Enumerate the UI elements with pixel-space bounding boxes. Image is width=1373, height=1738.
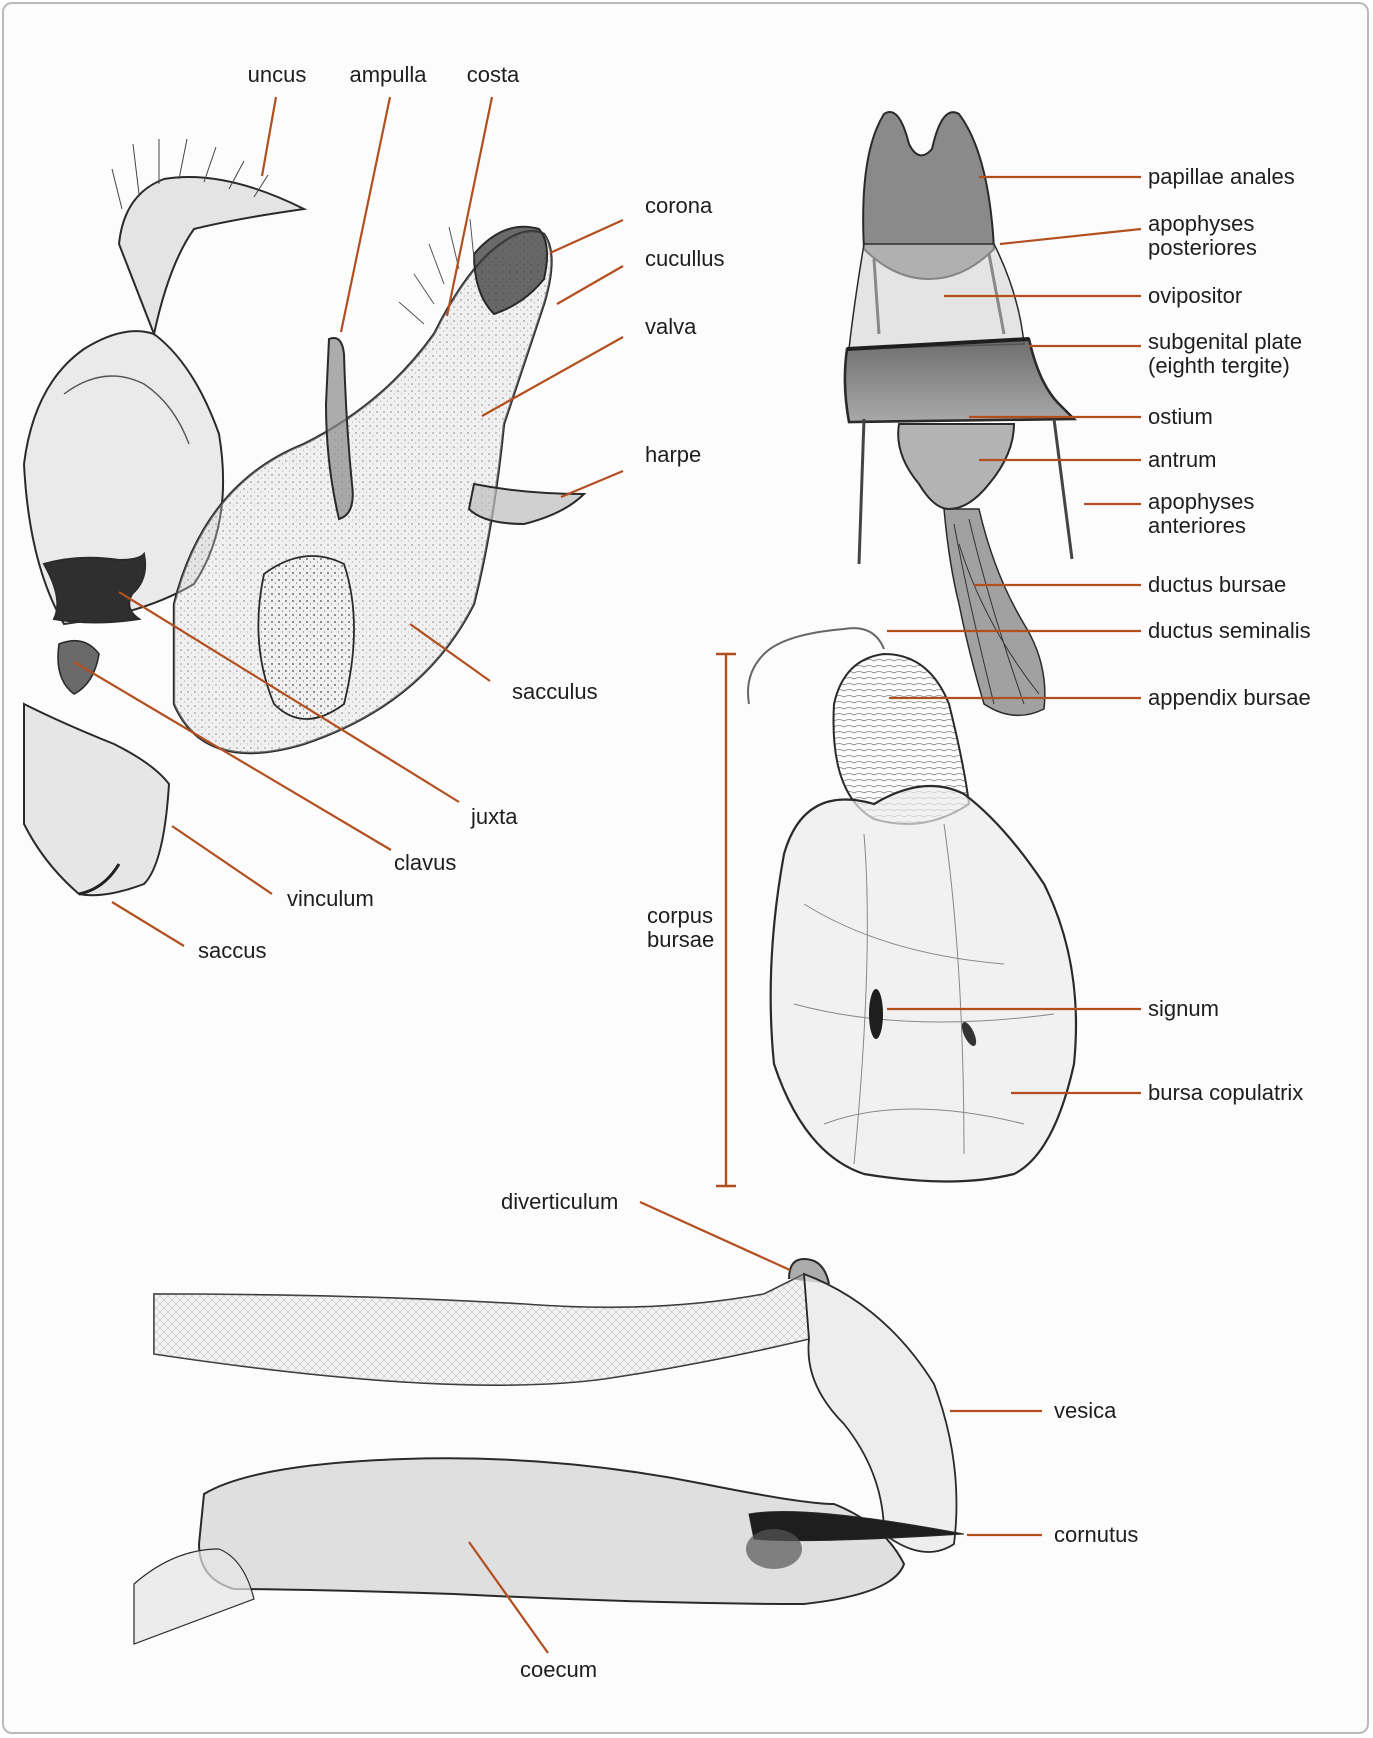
label-apophyses-anteriores: apophyses anteriores xyxy=(1148,490,1254,538)
label-cucullus: cucullus xyxy=(645,247,724,271)
label-cornutus: cornutus xyxy=(1054,1523,1138,1547)
label-uncus: uncus xyxy=(248,63,307,87)
clavus-shape xyxy=(58,641,99,694)
harpe-shape xyxy=(469,484,584,524)
leader-ampulla xyxy=(341,97,390,332)
label-signum: signum xyxy=(1148,997,1219,1021)
label-bursa-copulatrix: bursa copulatrix xyxy=(1148,1081,1303,1105)
label-papillae-anales: papillae anales xyxy=(1148,165,1295,189)
vinculum-shape xyxy=(24,704,169,895)
bursa-copulatrix-shape xyxy=(771,786,1076,1182)
label-appendix-bursae: appendix bursae xyxy=(1148,686,1311,710)
leader-saccus xyxy=(112,902,184,946)
uncus-shape xyxy=(119,177,304,334)
label-sacculus: sacculus xyxy=(512,680,598,704)
label-antrum: antrum xyxy=(1148,448,1216,472)
label-subgenital-plate: subgenital plate (eighth tergite) xyxy=(1148,330,1302,378)
label-coecum: coecum xyxy=(520,1658,597,1682)
leader-harpe xyxy=(561,471,623,497)
label-ductus-seminalis: ductus seminalis xyxy=(1148,619,1311,643)
juxta-shape xyxy=(44,554,145,623)
label-juxta: juxta xyxy=(471,805,517,829)
label-ampulla: ampulla xyxy=(349,63,426,87)
leader-vinculum xyxy=(172,826,272,894)
antrum-shape xyxy=(898,424,1014,509)
male-genitalia-drawing xyxy=(24,139,584,895)
label-vinculum: vinculum xyxy=(287,887,374,911)
label-ovipositor: ovipositor xyxy=(1148,284,1242,308)
label-diverticulum: diverticulum xyxy=(501,1190,618,1214)
signum-mark xyxy=(869,989,883,1039)
label-valva: valva xyxy=(645,315,696,339)
aedeagus-drawing xyxy=(134,1259,964,1644)
label-clavus: clavus xyxy=(394,851,456,875)
label-costa: costa xyxy=(467,63,520,87)
label-corpus-bursae: corpus bursae xyxy=(647,904,714,952)
sacculus-shape xyxy=(258,556,354,719)
subgenital-plate-shape xyxy=(845,339,1074,422)
leader-diverticulum xyxy=(640,1202,790,1270)
leader-apophyses-posteriores xyxy=(1000,229,1141,244)
corpus-bursae-bracket xyxy=(716,654,736,1186)
label-saccus: saccus xyxy=(198,939,266,963)
leader-cucullus xyxy=(557,266,623,304)
label-vesica: vesica xyxy=(1054,1399,1116,1423)
female-genitalia-drawing xyxy=(748,112,1076,1182)
label-corona: corona xyxy=(645,194,712,218)
label-harpe: harpe xyxy=(645,443,701,467)
label-ductus-bursae: ductus bursae xyxy=(1148,573,1286,597)
leader-uncus xyxy=(262,97,276,176)
label-apophyses-posteriores: apophyses posteriores xyxy=(1148,212,1257,260)
label-ostium: ostium xyxy=(1148,405,1213,429)
leader-corona xyxy=(550,220,623,253)
